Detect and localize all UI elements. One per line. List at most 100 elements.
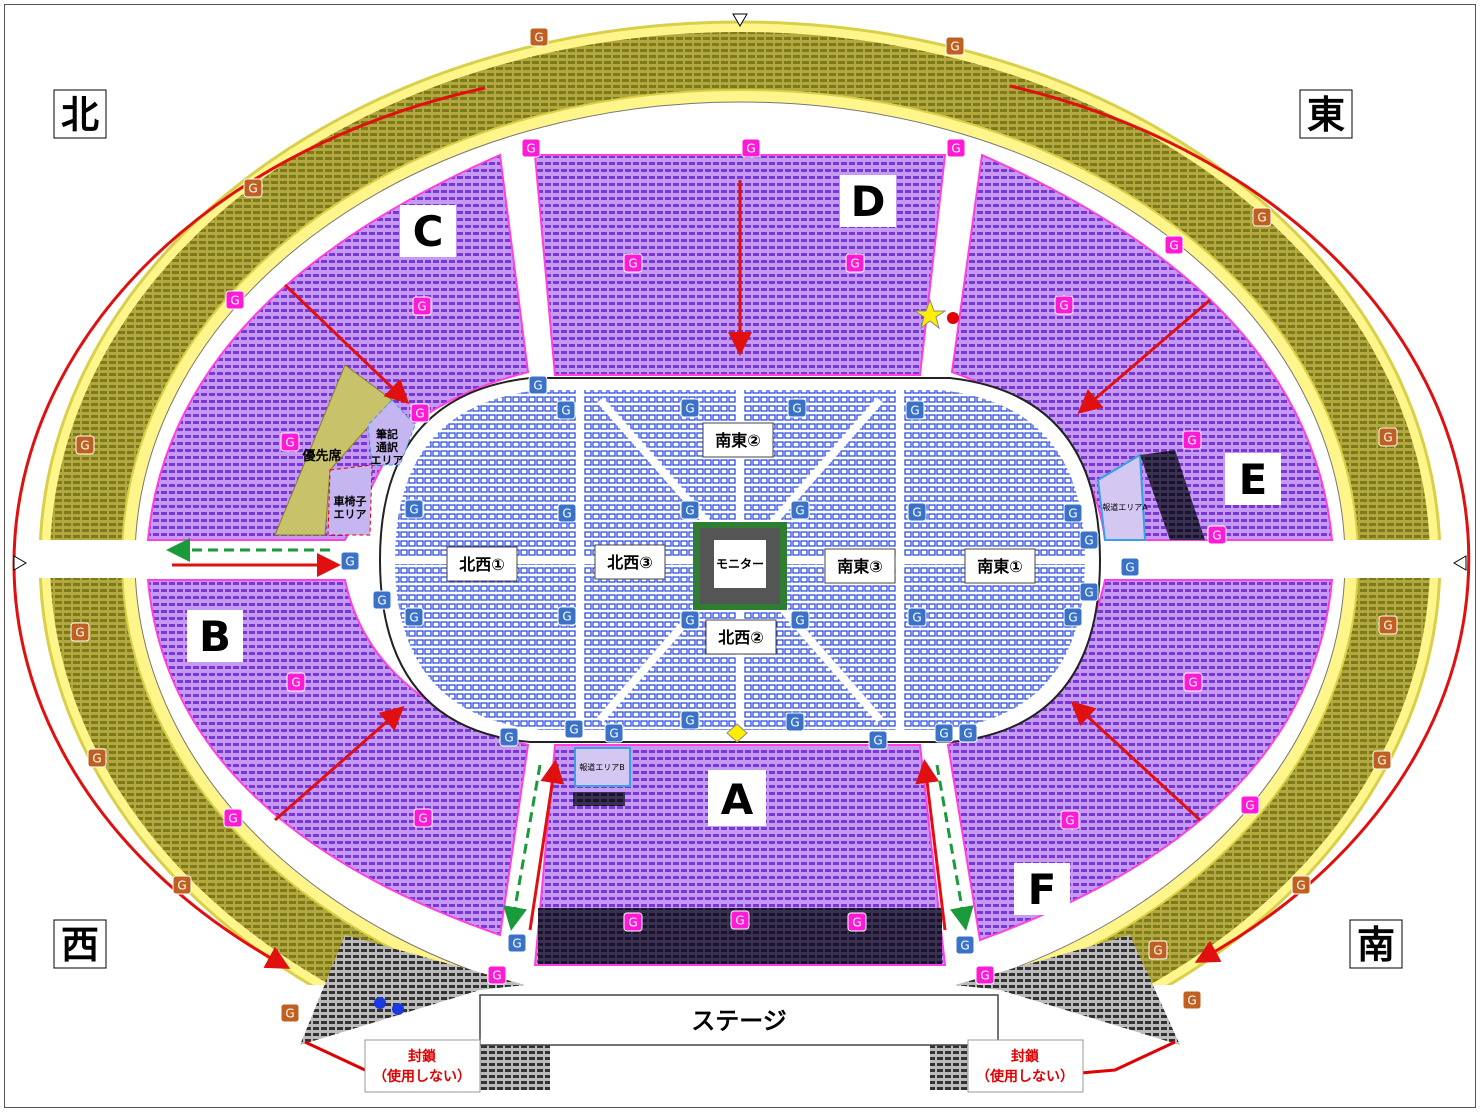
gate-label: G bbox=[291, 676, 300, 690]
gate-label: G bbox=[92, 752, 101, 766]
route-arrow-west bbox=[12, 86, 486, 969]
blue-gate-marker: G bbox=[499, 727, 519, 747]
blue-gate-marker: G bbox=[1120, 557, 1140, 577]
gate-box bbox=[1182, 430, 1202, 450]
blue-gate-marker: G bbox=[907, 502, 927, 522]
gate-box bbox=[528, 375, 548, 395]
block-c-label: C bbox=[413, 207, 444, 256]
gate-label: G bbox=[963, 727, 972, 741]
gate-box bbox=[1372, 750, 1392, 770]
pink-gate-marker: G bbox=[730, 910, 750, 930]
brown-gate-marker: G bbox=[172, 875, 192, 895]
gate-box bbox=[1207, 525, 1227, 545]
blue-gate-marker: G bbox=[955, 935, 975, 955]
blue-gate-marker: G bbox=[958, 723, 978, 743]
interp-label-3: エリア bbox=[371, 454, 404, 467]
gate-box bbox=[787, 398, 807, 418]
gate-box bbox=[907, 607, 927, 627]
entry-arrows bbox=[172, 180, 1211, 931]
blue-gate-marker: G bbox=[680, 500, 700, 520]
blue-gate-marker: G bbox=[790, 500, 810, 520]
blue-gate-marker: G bbox=[790, 610, 810, 630]
gate-box bbox=[975, 965, 995, 985]
gate-label: G bbox=[950, 40, 959, 54]
closed-notice-right-line2: （使用しない） bbox=[976, 1068, 1074, 1085]
press-area-a-label: 報道エリアA bbox=[1102, 502, 1148, 512]
gate-label: G bbox=[852, 916, 861, 930]
gate-box bbox=[680, 710, 700, 730]
pink-gate-marker: G bbox=[487, 965, 507, 985]
gate-label: G bbox=[1296, 879, 1305, 893]
gate-box bbox=[280, 1003, 300, 1023]
blue-gate-marker: G bbox=[372, 590, 392, 610]
gate-label: G bbox=[1187, 434, 1196, 448]
brown-gate-marker: G bbox=[529, 27, 549, 47]
zone-label-se2: 南東② bbox=[715, 431, 761, 450]
gate-box bbox=[946, 138, 966, 158]
gate-box bbox=[372, 590, 392, 610]
west-marker bbox=[13, 555, 27, 571]
gate-label: G bbox=[345, 555, 354, 569]
pink-gate-marker: G bbox=[223, 808, 243, 828]
gate-box bbox=[1183, 672, 1203, 692]
gate-label: G bbox=[735, 914, 744, 928]
gate-box bbox=[286, 672, 306, 692]
gate-box bbox=[1252, 207, 1272, 227]
diamond-marker bbox=[726, 723, 748, 743]
gate-box bbox=[243, 178, 263, 198]
gate-label: G bbox=[417, 300, 426, 314]
gate-label: G bbox=[1169, 239, 1178, 253]
pink-gate-marker: G bbox=[741, 138, 761, 158]
gate-label: G bbox=[628, 257, 637, 271]
closed-notice-right bbox=[967, 1039, 1084, 1093]
gate-label: G bbox=[795, 614, 804, 628]
gate-label: G bbox=[850, 257, 859, 271]
block-labels: A B C D E F bbox=[187, 175, 1281, 915]
press-area-a bbox=[1096, 453, 1147, 541]
gate-label: G bbox=[285, 1007, 294, 1021]
gate-label: G bbox=[1084, 534, 1093, 548]
gate-label: G bbox=[1383, 619, 1392, 633]
north-marker bbox=[732, 13, 748, 27]
block-a-label: A bbox=[721, 775, 754, 824]
gate-label: G bbox=[910, 404, 919, 418]
gate-box bbox=[1182, 990, 1202, 1010]
gate-label: G bbox=[533, 379, 542, 393]
monitor-label-box bbox=[714, 540, 766, 588]
gate-box bbox=[557, 503, 577, 523]
gate-box bbox=[955, 935, 975, 955]
gate-box bbox=[604, 723, 624, 743]
gate-box bbox=[404, 607, 424, 627]
pink-gate-marker: G bbox=[410, 403, 430, 423]
blue-gate-marker: G bbox=[556, 400, 576, 420]
closed-notice-left-line2: （使用しない） bbox=[373, 1068, 471, 1085]
gate-label: G bbox=[685, 504, 694, 518]
gate-box bbox=[1060, 810, 1080, 830]
brown-gate-marker: G bbox=[70, 622, 90, 642]
blue-gate-marker: G bbox=[404, 499, 424, 519]
gate-box bbox=[340, 551, 360, 571]
gate-box bbox=[529, 27, 549, 47]
blue-gate-marker: G bbox=[868, 730, 888, 750]
gate-label: G bbox=[504, 731, 513, 745]
gate-box bbox=[1079, 530, 1099, 550]
gate-label: G bbox=[873, 734, 882, 748]
pink-gate-marker: G bbox=[623, 912, 643, 932]
priority-seat-area bbox=[274, 364, 393, 536]
gate-box bbox=[847, 912, 867, 932]
closed-notice-left bbox=[364, 1039, 481, 1093]
gate-box bbox=[507, 933, 527, 953]
gate-label: G bbox=[230, 294, 239, 308]
exit-arrows bbox=[166, 538, 974, 931]
press-area-b-dark bbox=[573, 792, 625, 806]
gate-label: G bbox=[285, 436, 294, 450]
gate-box bbox=[499, 727, 519, 747]
gate-box bbox=[1164, 235, 1184, 255]
brown-gate-marker: G bbox=[1372, 750, 1392, 770]
blue-dot-marker bbox=[392, 1003, 404, 1015]
star-marker bbox=[913, 298, 947, 330]
gate-box bbox=[1378, 615, 1398, 635]
gate-box bbox=[70, 622, 90, 642]
blue-gate-marker: G bbox=[680, 610, 700, 630]
